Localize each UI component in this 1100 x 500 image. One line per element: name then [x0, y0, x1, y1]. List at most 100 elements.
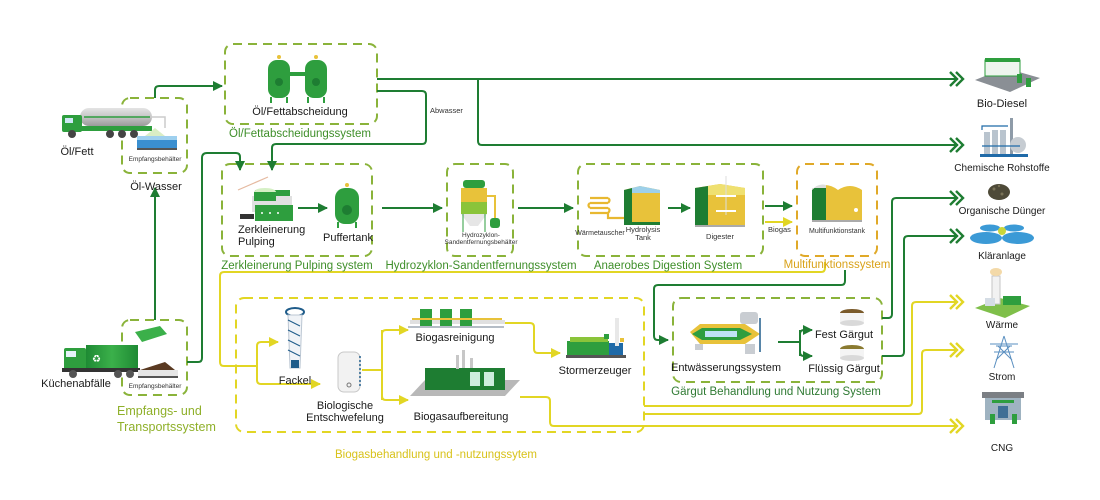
system-label-pulping: Zerkleinerung Pulping system [221, 260, 373, 272]
output-label-cng: CNG [990, 443, 1014, 454]
oil-separator-label: Öl/Fettabscheidung [252, 106, 348, 118]
green-flow-lines [150, 78, 958, 363]
flow-generator-to-power [644, 349, 958, 415]
output-label-biodiesel: Bio-Diesel [976, 98, 1028, 110]
flow-to-liquid [799, 351, 813, 361]
crusher-pulper-icon [237, 176, 293, 221]
svg-text:♻: ♻ [92, 354, 101, 365]
torch-icon [285, 307, 305, 369]
biogas-upgrading-icon [410, 350, 520, 396]
input-oil-fat-label: Öl/Fett [60, 146, 94, 158]
flow-oil-to-separation [154, 81, 223, 98]
output-label-heat: Wärme [985, 320, 1019, 331]
output-chevrons [949, 71, 965, 434]
hydrolysis-tank-icon [624, 186, 660, 225]
system-label-digestate: Gärgut Behandlung und Nutzung System [671, 386, 881, 398]
cng-station-icon [982, 392, 1024, 424]
heat-exchanger-label: Wärmetauscher [575, 230, 625, 237]
flow-multifunction-to-dewatering [653, 270, 846, 345]
hydrocyclone-label-line1: Hydrozyklon- [462, 232, 500, 239]
crusher-label-line2: Pulping [238, 236, 275, 248]
yellow-flow-lines [219, 217, 958, 427]
output-label-fertilizer: Organische Dünger [958, 206, 1046, 217]
buffer-tank-label: Puffertank [323, 232, 373, 244]
flow-biogas-main [219, 262, 826, 367]
chemical-plant-icon [980, 118, 1028, 157]
digester-icon [695, 176, 745, 227]
pulping-box [221, 163, 373, 257]
system-label-digestion: Anaerobes Digestion System [593, 260, 743, 272]
output-label-chemicals: Chemische Rohstoffe [954, 163, 1050, 174]
chevron-biodiesel-icon [949, 71, 965, 87]
digester-label: Digester [706, 232, 734, 241]
output-label-sewage: Kläranlage [978, 251, 1026, 262]
hydrolysis-label-line2: Tank [635, 233, 651, 242]
system-label-oil-separation: Öl/Fettabscheidungssystem [229, 128, 371, 140]
biogas-flow-label: Biogas [768, 225, 791, 234]
liquid-digestate-icon [840, 345, 864, 361]
multifunction-tank-label: Multifunktionstank [808, 228, 866, 235]
bio-desulf-label-line2: Entschwefelung [306, 412, 384, 424]
system-label-multifunction: Multifunktionssystem [783, 259, 891, 271]
gas-station-icon [975, 58, 1040, 92]
flow-to-cleaning [381, 325, 409, 335]
flow-to-solid [799, 325, 813, 335]
generator-label: Stormerzeuger [558, 365, 632, 377]
flow-waste-to-pulping [187, 152, 245, 363]
system-label-hydrocyclone: Hydrozyklon-Sandentfernungssystem [385, 260, 577, 272]
solid-digestate-icon [840, 309, 864, 326]
oil-separator-icon [268, 55, 327, 103]
hydrocyclone-icon [461, 180, 500, 232]
flow-upgrading-to-cng [520, 396, 958, 427]
crusher-label-line1: Zerkleinerung [238, 224, 306, 236]
hydrolysis-label-line1: Hydrolysis [625, 225, 661, 234]
solid-digestate-label: Fest Gärgut [814, 329, 874, 341]
flow-to-torch [256, 337, 279, 366]
power-pylon-icon [990, 335, 1018, 369]
dewatering-label: Entwässerungssystem [670, 362, 782, 374]
multifunction-box [796, 163, 878, 257]
oil-separation-box [224, 43, 378, 125]
digestate-box [672, 297, 883, 383]
hydrocyclone-label-line2: Sandentfernungsbehälter [444, 239, 518, 246]
oil-receiving-box [121, 97, 188, 174]
multifunction-tank-icon [812, 184, 862, 222]
flow-wastewater-to-pulping [267, 90, 427, 171]
power-plant-icon [975, 268, 1030, 318]
flow-to-upgrading [381, 395, 409, 405]
biogas-cleaning-icon [408, 309, 505, 328]
flow-cleaning-to-generator [505, 322, 561, 358]
generator-icon [566, 318, 626, 358]
liquid-digestate-label: Flüssig Gärgut [808, 363, 880, 375]
system-label-receiving-transport: Empfangs- und Transportssystem [117, 404, 216, 434]
buffer-tank-icon [335, 183, 359, 228]
receiving-tank-oil-icon [137, 128, 177, 150]
flow-separation-to-chemicals [477, 79, 958, 146]
chevron-sewage-icon [949, 228, 965, 244]
waste-receiving-box [121, 319, 188, 396]
flow-generator-to-heat [644, 301, 958, 407]
fertilizer-icon [988, 184, 1010, 200]
input-oil-water-label: Öl-Wasser [130, 181, 182, 193]
heat-exchanger-icon [587, 196, 624, 220]
garbage-truck-icon: ♻ [62, 326, 167, 378]
system-label-biogas: Biogasbehandlung und -nutzungssytem [334, 449, 538, 461]
biogas-upgrading-label: Biogasaufbereitung [413, 411, 509, 423]
chevron-fertilizer-icon [949, 190, 965, 206]
receiving-tank-oil-label: Empfangsbehälter [128, 156, 182, 163]
output-label-power: Strom [988, 372, 1016, 383]
tanker-truck-icon [62, 108, 166, 138]
chevron-cng-icon [949, 418, 965, 434]
dewatering-centrifuge-icon [690, 312, 761, 354]
biogas-cleaning-label: Biogasreinigung [415, 332, 495, 344]
input-kitchen-waste-label: Küchenabfälle [41, 378, 111, 390]
bio-desulfurization-icon [337, 351, 361, 393]
torch-label: Fackel [278, 375, 312, 387]
wastewater-flow-label: Abwasser [430, 106, 463, 115]
bio-desulf-label-line1: Biologische [316, 400, 374, 412]
flow-liquid-to-sewage [882, 235, 958, 357]
chevron-power-icon [949, 342, 965, 358]
receiving-tank-waste-label: Empfangsbehälter [128, 383, 182, 390]
receiving-tank-waste-icon [138, 362, 178, 378]
